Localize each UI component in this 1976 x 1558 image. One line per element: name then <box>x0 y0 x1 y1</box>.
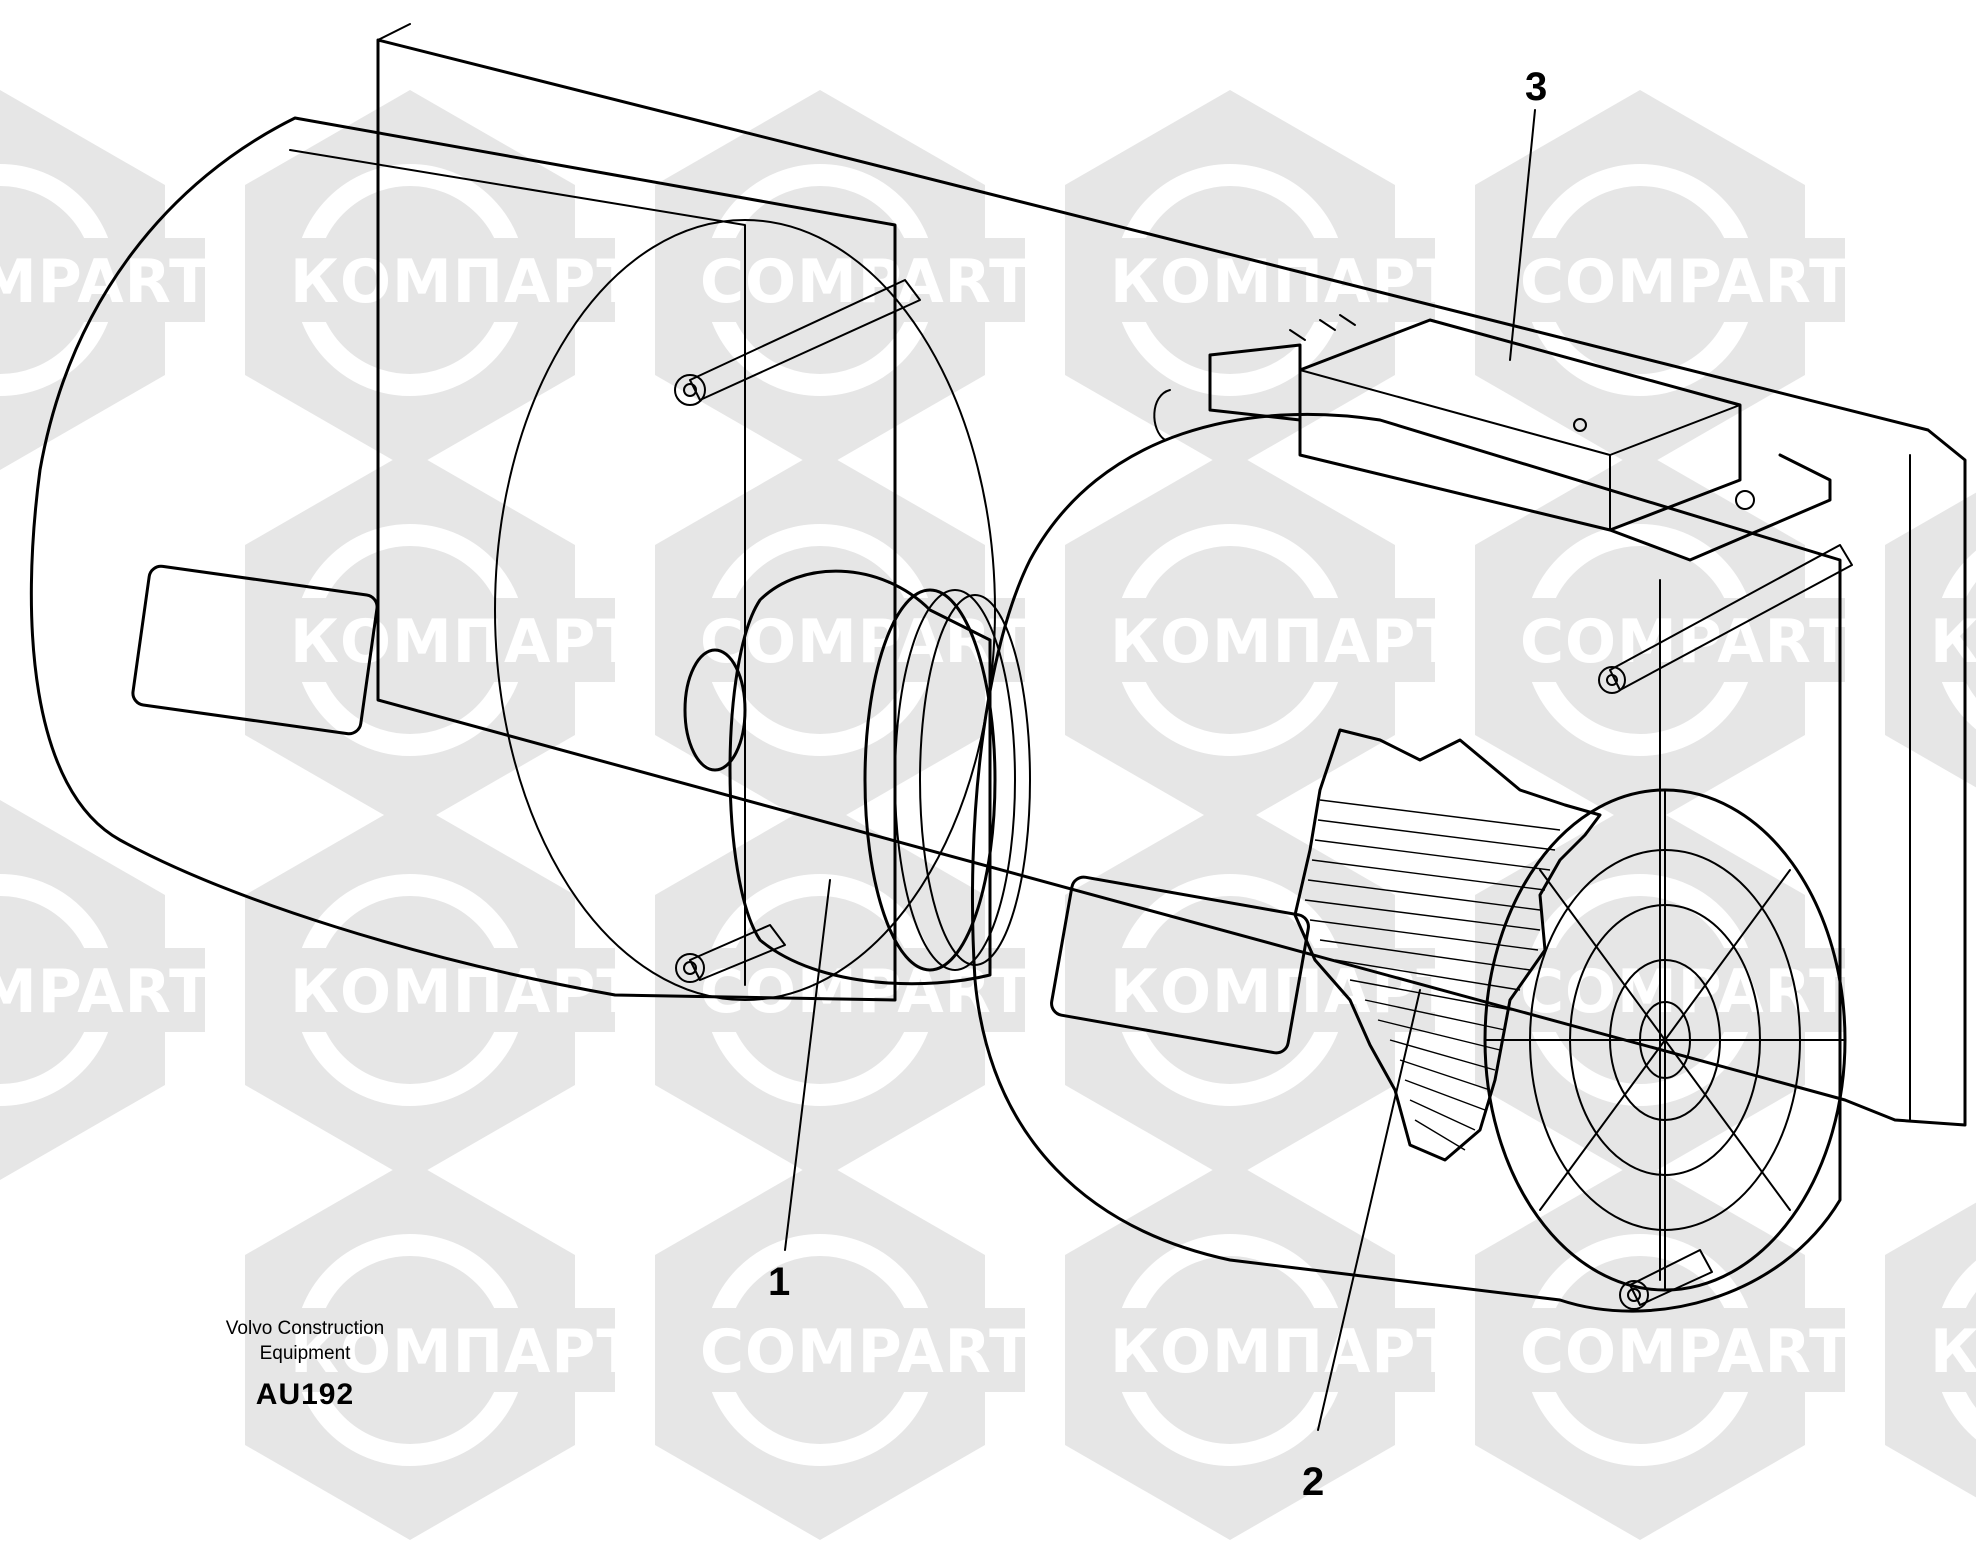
right-label-plate <box>1050 875 1310 1055</box>
watermark-tile: КОМПАРТ <box>1065 90 1458 470</box>
left-label-plate <box>131 564 379 736</box>
callout-2: 2 <box>1302 1460 1324 1504</box>
watermark-band <box>685 1308 1025 1392</box>
mounting-plate <box>376 38 1967 1127</box>
watermark-tile: COMPART <box>1475 1160 1851 1540</box>
watermark-band <box>275 598 615 682</box>
watermark-text: КОМПАРТ <box>1110 1317 1458 1387</box>
watermark-tile: COMPART <box>0 800 211 1180</box>
watermark-band <box>1095 948 1435 1032</box>
watermark-band <box>1095 238 1435 322</box>
callout-1: 1 <box>768 1260 790 1304</box>
watermark-band <box>1505 1308 1845 1392</box>
watermark-text: COMPART <box>700 247 1031 317</box>
leader-line-3 <box>1509 109 1536 361</box>
left-housing-bolt <box>674 279 921 406</box>
left-housing-bolt <box>675 924 786 983</box>
watermark-tile: КОМПАРТ <box>1885 1202 1976 1498</box>
watermark-text: КОМПАРТ <box>1930 1317 1976 1387</box>
motor-endcap <box>683 648 747 772</box>
watermark-tile: КОМПАРТ <box>245 800 638 1180</box>
watermark-text: КОМПАРТ <box>1930 607 1976 677</box>
watermark-text: КОМПАРТ <box>1110 957 1458 1027</box>
caption-maker-line1: Volvo Construction <box>225 1318 385 1339</box>
left-blower-housing <box>29 116 897 1002</box>
leader-line-1 <box>784 879 831 1251</box>
watermark-band <box>1505 238 1845 322</box>
drawing-code: AU192 <box>255 1378 355 1411</box>
watermark-tile: КОМПАРТ <box>245 1160 638 1540</box>
leader-line-2 <box>1317 989 1421 1431</box>
impeller-blades <box>1304 799 1561 1151</box>
watermark-text: КОМПАРТ <box>1110 247 1458 317</box>
watermark-band <box>1915 1308 1976 1392</box>
watermark-tile: КОМПАРТ <box>1065 450 1458 830</box>
watermark-band <box>1095 1308 1435 1392</box>
right-housing-bolt <box>1598 544 1853 694</box>
watermark-band <box>1095 598 1435 682</box>
watermark-text: КОМПАРТ <box>290 1317 638 1387</box>
watermark-text: COMPART <box>0 957 211 1027</box>
callout-3: 3 <box>1525 65 1547 109</box>
watermark-band <box>0 238 205 322</box>
watermark-tile: КОМПАРТ <box>245 90 638 470</box>
watermark-tile: КОМПАРТ <box>1065 1160 1458 1540</box>
watermark-band <box>275 948 615 1032</box>
watermark-text: КОМПАРТ <box>290 247 638 317</box>
watermark-tile: КОМПАРТ <box>1885 492 1976 788</box>
watermark-band <box>275 1308 615 1392</box>
watermark-text: COMPART <box>1520 607 1851 677</box>
caption-maker-line2: Equipment <box>259 1343 351 1364</box>
watermark-text: COMPART <box>700 1317 1031 1387</box>
watermark-text: КОМПАРТ <box>290 957 638 1027</box>
watermark-band <box>1505 598 1845 682</box>
watermark-band <box>275 238 615 322</box>
blower-drawing <box>29 23 1967 1431</box>
watermark-tile: COMPART <box>655 90 1031 470</box>
watermark-tile: COMPART <box>655 1160 1031 1540</box>
watermark-tile: КОМПАРТ <box>1065 800 1458 1180</box>
watermark-text: COMPART <box>0 247 211 317</box>
right-housing-bolt <box>1619 1249 1713 1310</box>
electric-motor <box>728 569 992 986</box>
drawing-caption: Volvo Construction Equipment AU192 <box>170 1316 440 1412</box>
watermark-text: КОМПАРТ <box>1110 607 1458 677</box>
control-unit <box>1153 314 1832 562</box>
watermark-band <box>685 238 1025 322</box>
watermark-text: COMPART <box>1520 1317 1851 1387</box>
watermark-band <box>0 948 205 1032</box>
watermark-tile: COMPART <box>655 450 1030 830</box>
watermark-tile: COMPART <box>1475 90 1851 470</box>
watermark-text: COMPART <box>1520 247 1851 317</box>
watermark-text: КОМПАРТ <box>290 607 638 677</box>
inlet-grille <box>1483 788 1847 1292</box>
watermark-tile: COMPART <box>0 90 211 470</box>
watermark-tile: КОМПАРТ <box>245 450 638 830</box>
watermark-band <box>685 598 1025 682</box>
right-blower-housing <box>971 412 1842 1313</box>
